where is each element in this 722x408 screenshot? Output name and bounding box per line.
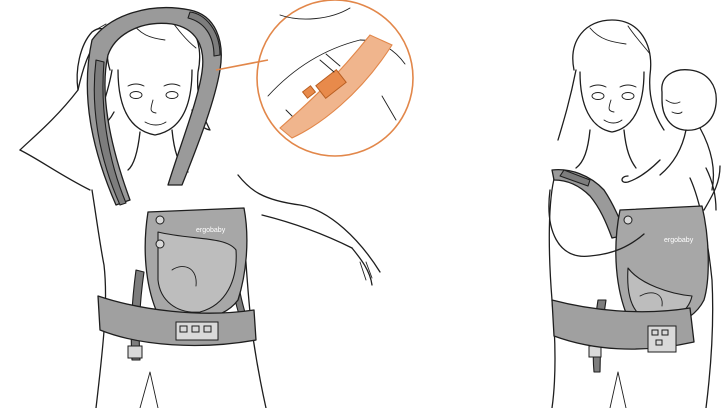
baby (622, 70, 716, 210)
left-figure: ergobaby (20, 0, 413, 408)
right-figure: ergobaby (549, 20, 720, 408)
shoulder-strap (87, 8, 221, 205)
carrier-brand-label-right: ergobaby (664, 237, 694, 244)
zoom-callout (216, 0, 413, 156)
carrier-brand-label: ergobaby (196, 227, 226, 234)
buckle-left (128, 346, 142, 358)
